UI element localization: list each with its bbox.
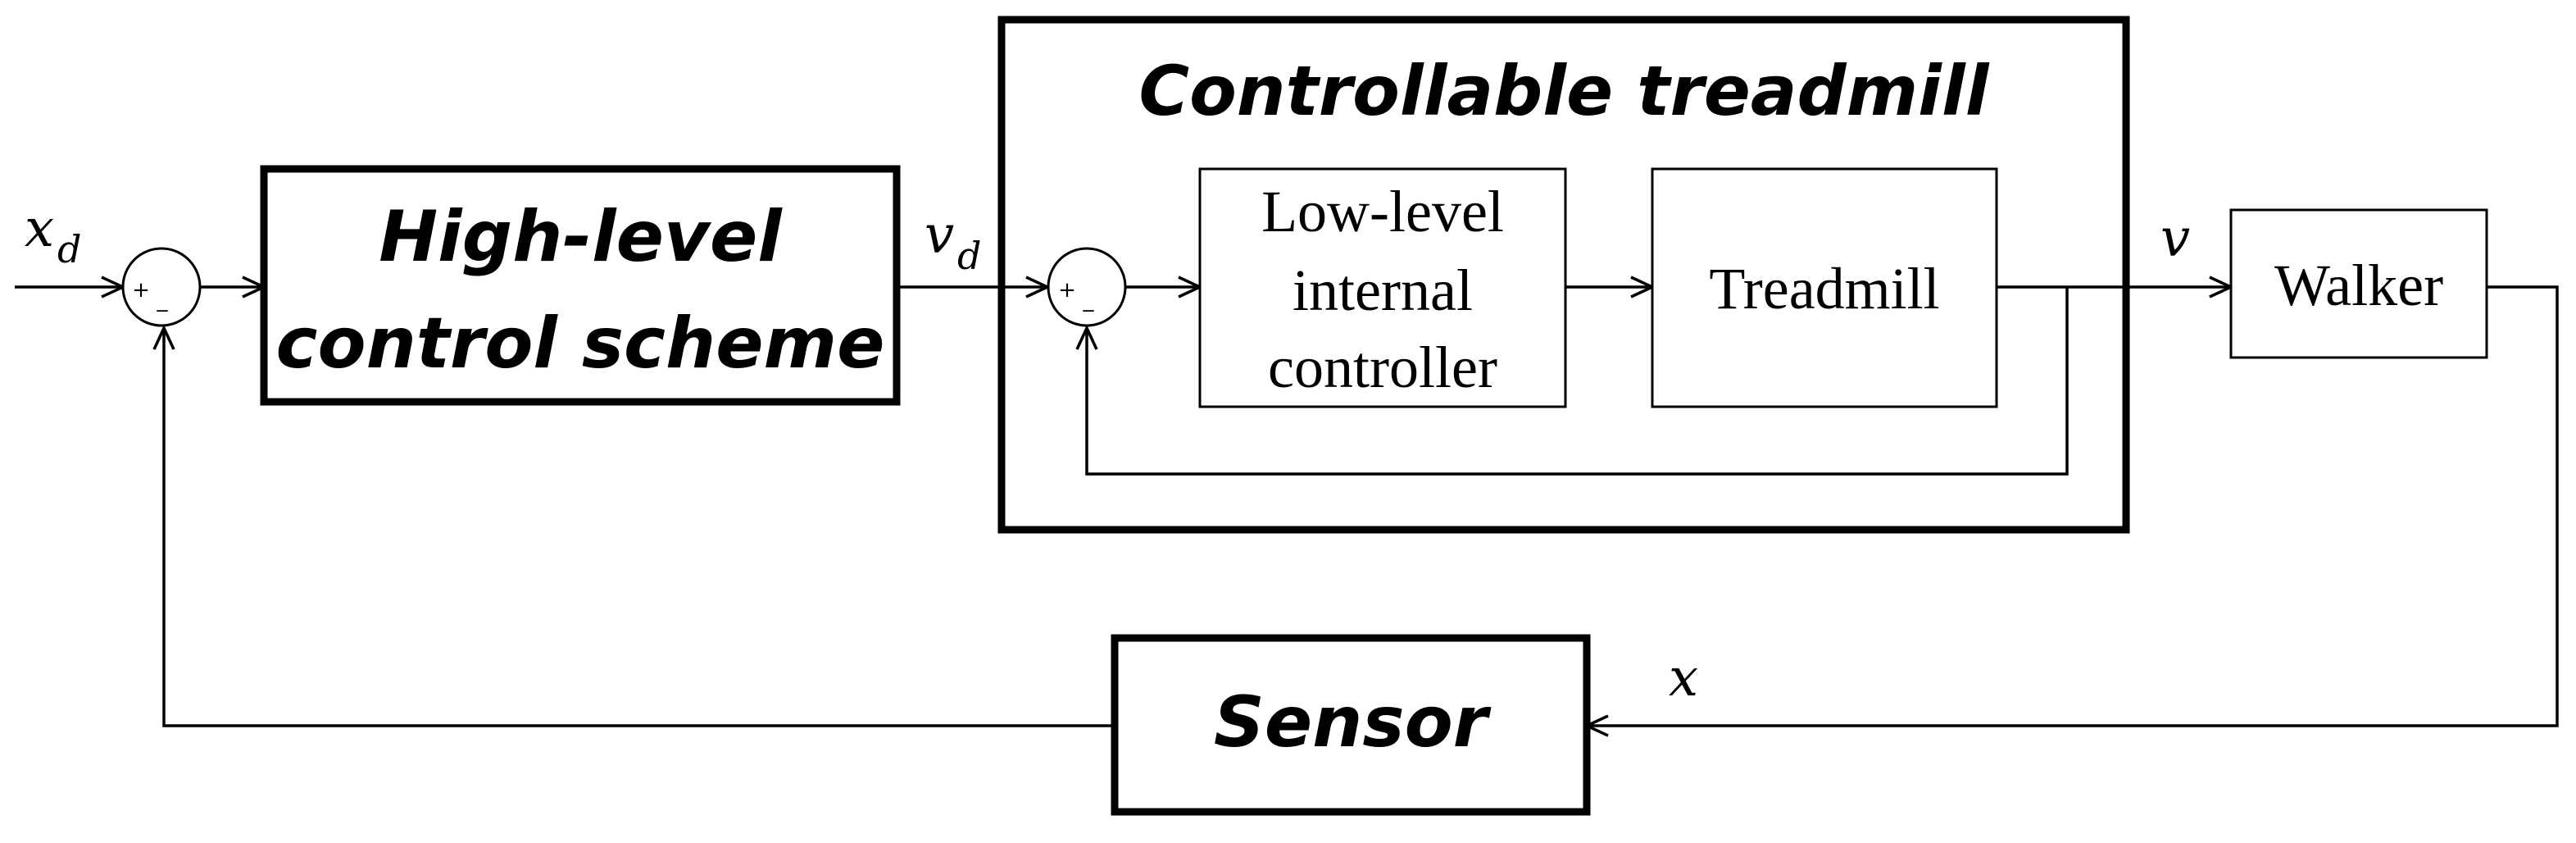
x-line (1587, 285, 2559, 726)
walker-label: Walker (2274, 253, 2443, 318)
high-level-line2: control scheme (276, 303, 885, 385)
outer-feedback-line (164, 328, 1115, 727)
inner-feedback-line (1087, 287, 2069, 476)
outer-sum-minus: _ (157, 288, 169, 312)
inner-sum-minus: _ (1083, 288, 1095, 312)
xd-main: x (25, 198, 54, 259)
v-main: v (2160, 208, 2190, 269)
signal-vd-label: v d (925, 205, 981, 278)
sensor-label: Sensor (1214, 681, 1492, 763)
xd-sub: d (57, 227, 81, 271)
vd-main: v (925, 205, 954, 266)
treadmill-label: Treadmill (1709, 256, 1939, 321)
signal-v-label: v (2160, 208, 2190, 269)
outer-summing-junction: + _ (121, 247, 202, 327)
low-level-line1: Low-level (1261, 179, 1504, 244)
inner-sum-plus: + (1058, 278, 1076, 303)
treadmill-block: Treadmill (1651, 167, 1998, 408)
walker-block: Walker (2229, 208, 2488, 359)
signal-xd-label: x d (25, 198, 81, 271)
x-main: x (1669, 648, 1698, 709)
vd-sub: d (957, 234, 981, 278)
sensor-block: Sensor (1111, 634, 1591, 816)
signal-x-label: x (1669, 648, 1698, 709)
treadmill-group-title: Controllable treadmill (1138, 51, 1989, 131)
outer-sum-plus: + (132, 278, 150, 303)
controllable-treadmill-group: Controllable treadmill (997, 16, 2130, 534)
high-level-control-block: High-level control scheme (260, 165, 901, 406)
low-level-line3: controller (1268, 335, 1497, 400)
signal-lines (15, 285, 2559, 727)
high-level-line1: High-level (379, 196, 783, 278)
low-level-line2: internal (1293, 257, 1473, 323)
low-level-controller-block: Low-level internal controller (1198, 167, 1567, 408)
inner-summing-junction: + _ (1047, 247, 1127, 327)
